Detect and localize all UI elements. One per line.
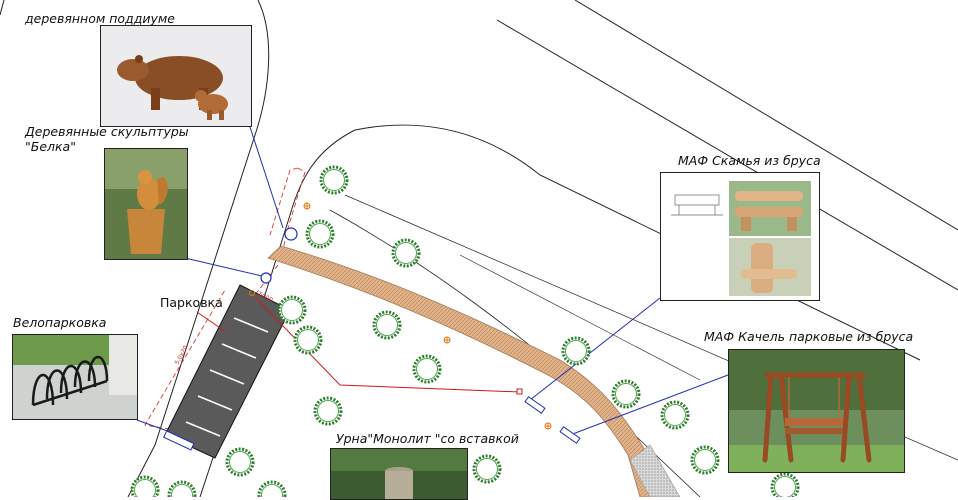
squirrel-sculpture-photo [104, 148, 188, 260]
blue-leader-lines [136, 126, 729, 436]
urn-photo [330, 448, 468, 500]
bench-symbol-icon [163, 396, 581, 451]
bike-parking-label: Велопарковка [13, 315, 107, 330]
orange-marker-icon [249, 202, 552, 430]
bear-sculpture-photo [100, 25, 252, 127]
swing-photo [728, 349, 905, 473]
bench-drawing-icon [671, 194, 723, 216]
sculpture-markers [260, 227, 298, 284]
squirrel-label-line1: Деревянные скульптуры [25, 124, 189, 139]
squirrel-label-line2: "Белка" [25, 139, 76, 154]
bench-photo [660, 172, 820, 301]
bench-label: МАФ Скамья из бруса [678, 153, 821, 168]
urn-label: Урна"Монолит "со вставкой [336, 431, 519, 446]
bear-figure-icon [101, 26, 251, 126]
bike-parking-photo [12, 334, 138, 420]
swing-label: МАФ Качель парковые из бруса [704, 329, 914, 344]
squirrel-figure-icon [105, 149, 187, 259]
urn-figure-icon [331, 449, 467, 499]
bench-figure-icon [661, 173, 819, 300]
bear-label: деревянном поддиуме [25, 11, 175, 26]
parking-area: 5000 5,0x20 [164, 284, 291, 459]
swing-figure-icon [729, 350, 904, 472]
bike-rack-icon [13, 335, 137, 419]
gravel-walkway [629, 444, 681, 497]
red-leader-lines [196, 296, 523, 395]
parking-label: Парковка [160, 295, 223, 310]
